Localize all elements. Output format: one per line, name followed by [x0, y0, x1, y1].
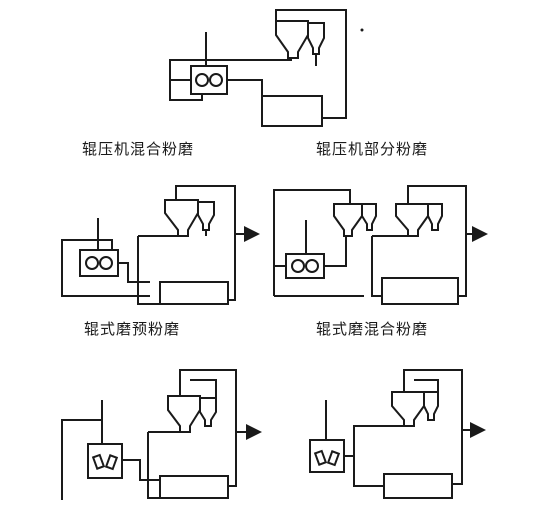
duct [403, 369, 463, 485]
ball-mill [159, 475, 229, 499]
recycle-line [61, 239, 150, 297]
press-loop [80, 239, 113, 250]
caption-roller-mill-combined: 辊式磨预粉磨 [84, 320, 181, 338]
roller [326, 450, 341, 467]
duct [175, 185, 236, 301]
roller [195, 73, 209, 87]
roller [291, 259, 305, 273]
cyclone [391, 391, 425, 427]
cyclone [199, 397, 217, 427]
mill-feed [371, 236, 382, 297]
diagram-roller-mill-hybrid [273, 185, 488, 305]
ball-mill [381, 277, 459, 305]
roller [99, 256, 113, 270]
ball-mill [159, 281, 229, 305]
duct-link [414, 379, 439, 392]
cyclone [275, 20, 309, 59]
speck [360, 28, 364, 32]
diagram-roller-press-hybrid [61, 185, 260, 305]
roller [91, 453, 106, 470]
diagram-bottom-right [309, 369, 486, 499]
mill-feed [353, 456, 384, 487]
recycle-line [169, 79, 203, 101]
mill-output [344, 425, 410, 457]
cyclone [361, 203, 377, 231]
caption-roller-press-hybrid: 辊压机混合粉磨 [82, 140, 195, 158]
roller [104, 454, 119, 471]
duct-link [190, 379, 217, 398]
cyclone [427, 203, 443, 231]
mill-output [324, 236, 347, 267]
cyclone [307, 22, 325, 55]
duct [179, 369, 237, 487]
diagram-roller-mill-combined [61, 369, 262, 500]
ball-mill [383, 473, 453, 499]
diagram-roller-press-semi-finish [169, 9, 347, 127]
mill-feed [122, 459, 160, 481]
roller [209, 73, 223, 87]
roller [305, 259, 319, 273]
roller [313, 449, 328, 466]
cyclone [164, 199, 199, 237]
cyclone [395, 203, 429, 237]
roller [85, 256, 99, 270]
duct-right [407, 185, 467, 297]
separator-return [137, 236, 160, 305]
recycle-line [61, 419, 102, 500]
mill-feed [118, 262, 150, 283]
caption-roller-press-semi-finish: 辊压机部分粉磨 [316, 140, 429, 158]
roller-mill [87, 443, 123, 479]
duct [275, 9, 347, 119]
cyclone [197, 201, 215, 231]
cyclone [333, 203, 363, 237]
ball-mill [261, 95, 323, 127]
cyclone [167, 395, 201, 433]
caption-roller-mill-hybrid: 辊式磨混合粉磨 [316, 320, 429, 338]
mill-feed [227, 79, 263, 118]
separator-return [147, 432, 160, 499]
separator-return [169, 59, 292, 80]
duct-left [273, 189, 351, 296]
cyclone [423, 391, 439, 421]
